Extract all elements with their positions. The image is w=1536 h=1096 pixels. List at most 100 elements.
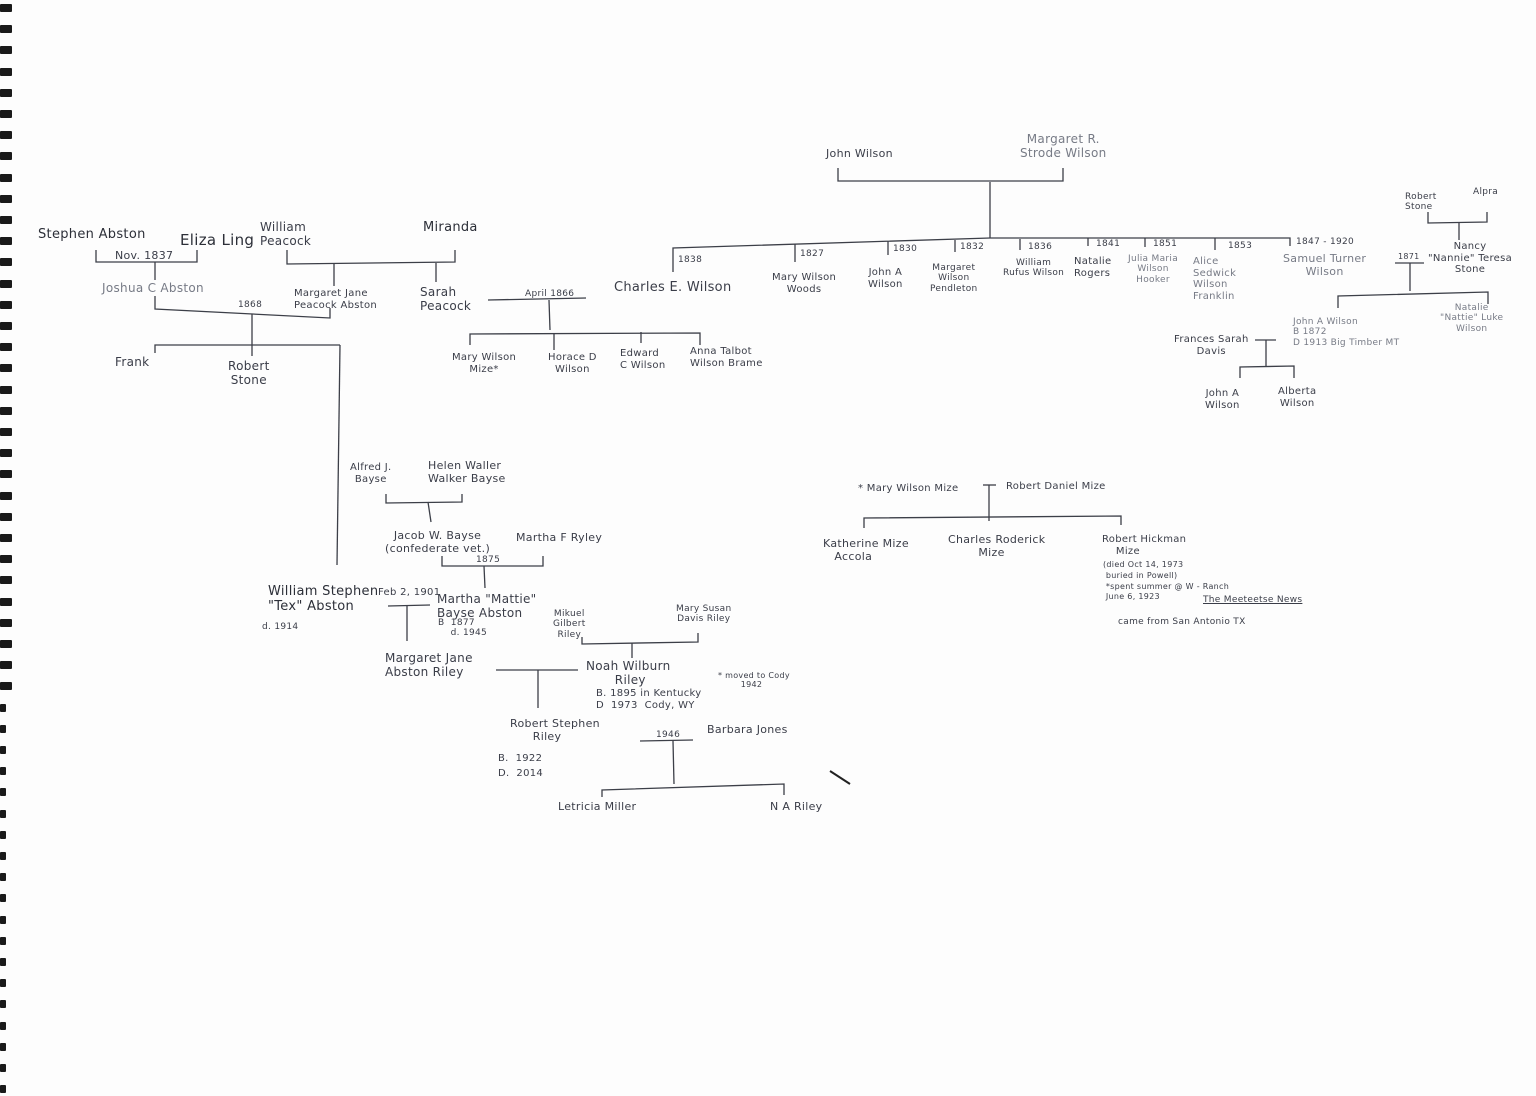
binding-ring xyxy=(0,915,6,924)
binding-ring xyxy=(0,534,12,542)
person-margaret-strode-wilson: Margaret R. Strode Wilson xyxy=(1020,132,1107,160)
binding-ring xyxy=(0,25,12,34)
marriage-line-peacock xyxy=(286,250,456,265)
person-joshua-abston: Joshua C Abston xyxy=(102,281,204,295)
binding-ring xyxy=(0,830,6,839)
date-feb-1901: Feb 2, 1901 xyxy=(378,587,441,598)
binding-ring xyxy=(0,67,12,76)
year-label: 1830 xyxy=(893,244,918,254)
marriage-line-bayse xyxy=(385,494,463,504)
marriage-line-mikuel xyxy=(581,633,699,645)
person-sibling: Alice Sedwick Wilson Franklin xyxy=(1193,256,1237,302)
binding-ring xyxy=(0,682,12,691)
children-bar-wilson xyxy=(469,332,701,345)
year-label: 1836 xyxy=(1028,242,1053,252)
binding-ring xyxy=(0,279,12,288)
person-frances-davis: Frances Sarah Davis xyxy=(1174,334,1249,357)
marriage-line-john-margaret xyxy=(837,168,1064,182)
binding-ring xyxy=(0,152,12,161)
person-john-a-wilson-jr: John A Wilson xyxy=(1205,388,1240,411)
person-mikuel-riley: Mikuel Gilbert Riley xyxy=(553,609,586,640)
binding-ring xyxy=(0,873,6,882)
children-bar-abston xyxy=(154,344,340,353)
binding-ring xyxy=(0,597,12,606)
binding-ring xyxy=(0,576,12,585)
descent-line-mattie xyxy=(483,565,486,589)
binding-ring xyxy=(0,724,6,733)
binding-ring xyxy=(0,618,12,627)
children-bar-riley xyxy=(601,783,785,797)
person-nancy-stone: Nancy "Nannie" Teresa Stone xyxy=(1428,241,1513,275)
person-sibling: Margaret Wilson Pendleton xyxy=(930,263,978,294)
binding-ring xyxy=(0,640,12,648)
descent-line-jacob xyxy=(427,501,432,523)
binding-ring xyxy=(0,406,12,415)
person-charles-wilson: Charles E. Wilson xyxy=(614,280,732,295)
binding-ring xyxy=(0,746,6,754)
marriage-line-joshua-margaret xyxy=(154,296,331,319)
date-april-1866: April 1866 xyxy=(525,289,575,299)
year-label: 1841 xyxy=(1096,239,1121,249)
person-stephen-abston: Stephen Abston xyxy=(38,227,146,242)
person-margaret-jane-peacock: Margaret Jane Peacock Abston xyxy=(294,288,378,311)
person-child: Edward C Wilson xyxy=(620,348,666,371)
binding-ring xyxy=(0,767,6,776)
descent-line-1946 xyxy=(672,740,675,785)
person-na-riley: N A Riley xyxy=(770,800,823,813)
binding-ring xyxy=(0,809,6,818)
marriage-line-april-1866 xyxy=(487,297,587,301)
mize-notes: (died Oct 14, 1973 buried in Powell) *sp… xyxy=(1103,560,1230,602)
date-d-1914: d. 1914 xyxy=(262,622,299,632)
binding-ring xyxy=(0,88,12,97)
binding-ring xyxy=(0,512,12,521)
pen-mark xyxy=(829,770,851,785)
date-1875: 1875 xyxy=(476,555,501,565)
person-john-wilson: John Wilson xyxy=(826,147,893,160)
binding-ring xyxy=(0,216,12,224)
children-bar-stone xyxy=(1337,291,1489,308)
binding-ring xyxy=(0,194,12,203)
person-mary-wilson-mize: * Mary Wilson Mize xyxy=(858,483,959,494)
newspaper-title: The Meeteetse News xyxy=(1203,595,1303,605)
binding-ring xyxy=(0,852,6,860)
binding-ring xyxy=(0,1085,6,1094)
person-sibling: Mary Wilson Woods xyxy=(772,272,837,295)
person-sibling: John A Wilson xyxy=(868,267,903,290)
person-sibling: Natalie Rogers xyxy=(1074,256,1112,279)
person-john-a-wilson: John A Wilson B 1872 D 1913 Big Timber M… xyxy=(1293,317,1400,348)
binding-ring xyxy=(0,661,12,670)
person-sibling: William Rufus Wilson xyxy=(1003,258,1065,279)
binding-ring xyxy=(0,1042,6,1051)
binding-ring xyxy=(0,322,12,330)
person-alpra: Alpra xyxy=(1473,187,1499,197)
binding-ring xyxy=(0,428,12,436)
person-eliza-ling: Eliza Ling xyxy=(180,231,255,249)
binding-ring xyxy=(0,958,6,966)
person-william-tex-abston: William Stephen "Tex" Abston xyxy=(268,584,379,614)
note-moved-to-cody: * moved to Cody 1942 xyxy=(718,671,790,690)
binding-ring xyxy=(0,894,6,903)
binding-ring xyxy=(0,131,12,140)
date-1946: 1946 xyxy=(656,730,681,740)
person-noah-riley: Noah Wilburn Riley xyxy=(586,659,671,687)
person-robert-stephen-riley: Robert Stephen Riley xyxy=(510,717,600,743)
person-natalie-wilson: Natalie "Nattie" Luke Wilson xyxy=(1440,303,1504,334)
binding-ring xyxy=(0,300,12,309)
person-charles-mize: Charles Roderick Mize xyxy=(948,533,1046,559)
year-label: 1853 xyxy=(1228,241,1253,251)
binding-ring xyxy=(0,788,6,797)
binding-ring xyxy=(0,385,12,394)
mattie-dates: B 1877 d. 1945 xyxy=(438,618,488,639)
binding-ring xyxy=(0,364,12,373)
person-child: Horace D Wilson xyxy=(548,352,597,375)
noah-dates: B. 1895 in Kentucky D 1973 Cody, WY xyxy=(596,688,702,711)
person-miranda: Miranda xyxy=(423,220,478,235)
binding-ring xyxy=(0,110,12,118)
marriage-line-stephen-eliza xyxy=(95,250,198,263)
year-label: 1827 xyxy=(800,249,825,259)
binding-ring xyxy=(0,258,12,267)
person-sarah-peacock: Sarah Peacock xyxy=(420,285,472,313)
person-alfred-bayse: Alfred J. Bayse xyxy=(350,462,392,485)
children-bar-mize xyxy=(863,515,1122,528)
